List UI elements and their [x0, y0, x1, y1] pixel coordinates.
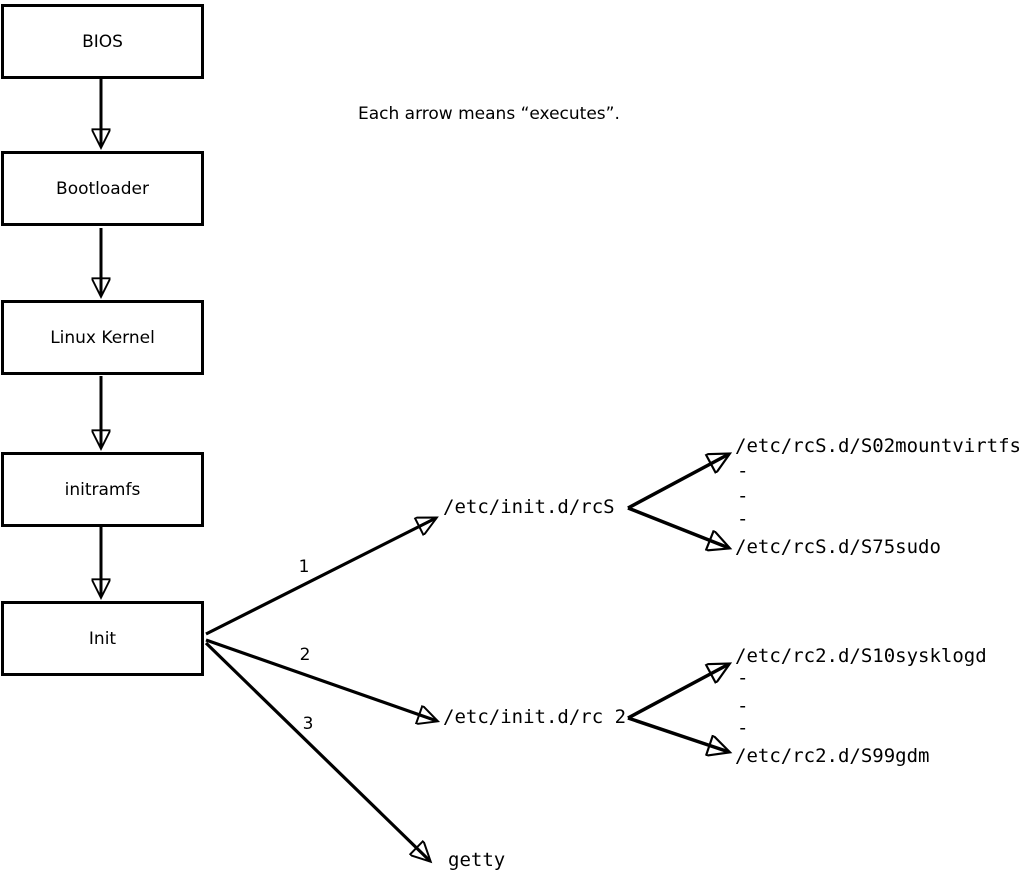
rc2-script-label: /etc/init.d/rc 2 [443, 706, 627, 728]
rc2-ellipsis-dash: - [737, 695, 749, 717]
rc2-first-child-label: /etc/rc2.d/S10sysklogd [735, 645, 987, 667]
arrow-rcs-to-first [627, 454, 729, 510]
rcs-first-child-label: /etc/rcS.d/S02mountvirtfs [735, 435, 1021, 457]
arrow-rc2-to-first [627, 664, 729, 720]
rc2-last-child-label: /etc/rc2.d/S99gdm [735, 745, 930, 767]
rc2-ellipsis-dash: - [737, 717, 749, 739]
getty-label: getty [448, 849, 506, 871]
note-text: Each arrow means “executes”. [358, 104, 620, 124]
rcs-last-child-label: /etc/rcS.d/S75sudo [735, 536, 941, 558]
rcs-ellipsis-dash: - [737, 485, 749, 507]
flow-box-label: initramfs [64, 479, 141, 500]
rcs-ellipsis-dash: - [737, 508, 749, 530]
flow-box-linux-kernel: Linux Kernel [1, 300, 204, 375]
branch-number-3: 3 [302, 714, 314, 734]
flow-box-init: Init [1, 601, 204, 676]
rcs-ellipsis-dash: - [737, 460, 749, 482]
arrow-init-to-rc2 [205, 638, 437, 721]
arrow-init-to-getty [204, 641, 430, 861]
flow-box-bios: BIOS [1, 4, 204, 79]
arrow-init-to-rcs [205, 518, 436, 636]
branch-number-2: 2 [299, 645, 311, 665]
flow-box-initramfs: initramfs [1, 452, 204, 527]
arrow-rc2-to-last [627, 716, 729, 752]
flow-box-label: Init [88, 628, 117, 649]
flow-box-label: Bootloader [56, 178, 149, 199]
flow-box-bootloader: Bootloader [1, 151, 204, 226]
arrow-rcs-to-last [627, 506, 729, 548]
rcs-script-label: /etc/init.d/rcS [443, 496, 615, 518]
branch-number-1: 1 [298, 557, 310, 577]
flow-box-label: Linux Kernel [50, 327, 155, 348]
flow-box-label: BIOS [82, 31, 123, 52]
rc2-ellipsis-dash: - [737, 667, 749, 689]
